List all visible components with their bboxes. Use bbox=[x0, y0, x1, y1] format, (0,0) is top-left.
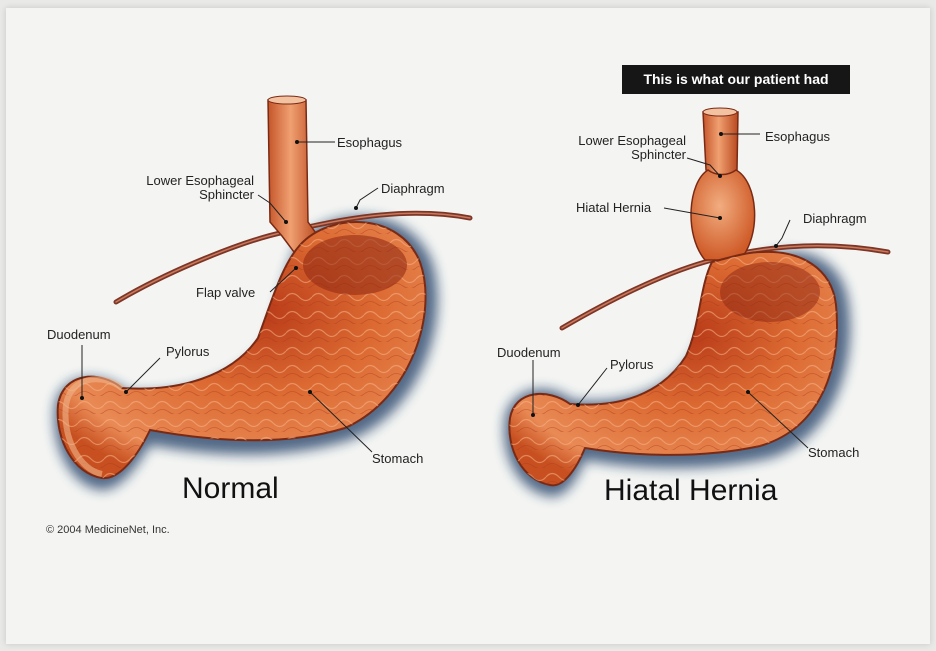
label-flap-valve: Flap valve bbox=[196, 286, 255, 300]
label-les-normal: Lower Esophageal Sphincter bbox=[106, 174, 254, 202]
label-diaphragm-normal: Diaphragm bbox=[381, 182, 445, 196]
patient-banner: This is what our patient had bbox=[622, 65, 850, 94]
label-duodenum-hernia: Duodenum bbox=[497, 346, 561, 360]
label-esophagus-normal: Esophagus bbox=[337, 136, 402, 150]
label-les-hernia: Lower Esophageal Sphincter bbox=[548, 134, 686, 162]
label-pylorus-hernia: Pylorus bbox=[610, 358, 653, 372]
label-pylorus-normal: Pylorus bbox=[166, 345, 209, 359]
label-duodenum-normal: Duodenum bbox=[47, 328, 111, 342]
title-normal: Normal bbox=[182, 472, 279, 506]
label-diaphragm-hernia: Diaphragm bbox=[803, 212, 867, 226]
copyright-notice: © 2004 MedicineNet, Inc. bbox=[46, 524, 170, 536]
label-hiatal-hernia: Hiatal Hernia bbox=[576, 201, 651, 215]
normal-stomach-figure bbox=[54, 96, 470, 490]
label-stomach-normal: Stomach bbox=[372, 452, 423, 466]
hernia-esophagus bbox=[703, 112, 738, 178]
label-stomach-hernia: Stomach bbox=[808, 446, 859, 460]
title-hiatal-hernia: Hiatal Hernia bbox=[604, 474, 777, 508]
label-esophagus-hernia: Esophagus bbox=[765, 130, 830, 144]
hernia-stomach-figure bbox=[504, 108, 888, 497]
